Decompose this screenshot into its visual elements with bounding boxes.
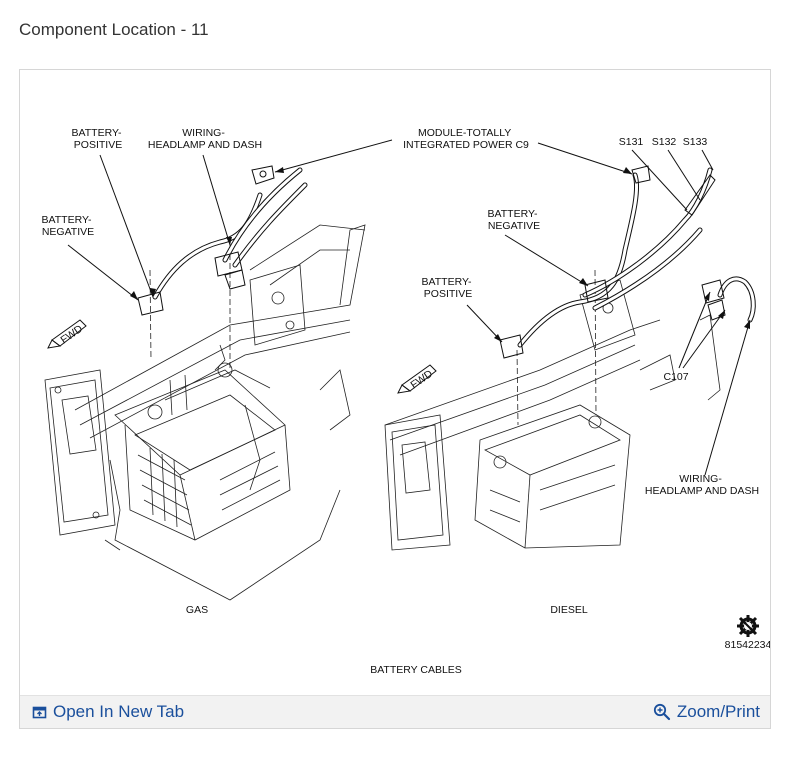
callout-labels: BATTERY- POSITIVE WIRING- HEADLAMP AND D… bbox=[42, 127, 770, 676]
caption-diesel: DIESEL bbox=[550, 604, 588, 616]
label-line: BATTERY- bbox=[422, 276, 472, 288]
wiring-diagram[interactable]: BATTERY- POSITIVE WIRING- HEADLAMP AND D… bbox=[20, 70, 770, 695]
label-line: HEADLAMP AND DASH bbox=[645, 485, 759, 497]
label-line: BATTERY- bbox=[488, 208, 538, 220]
label-line: HEADLAMP AND DASH bbox=[148, 139, 262, 151]
label-line: NEGATIVE bbox=[488, 220, 540, 232]
label-battery-positive-diesel: BATTERY- POSITIVE bbox=[422, 276, 475, 300]
page-title: Component Location - 11 bbox=[19, 20, 209, 39]
label-battery-positive-gas: BATTERY- POSITIVE bbox=[72, 127, 125, 151]
footer-bar: Open In New Tab Zoom/Print bbox=[20, 695, 770, 728]
label-wiring-headlamp-gas: WIRING- HEADLAMP AND DASH bbox=[148, 127, 262, 151]
label-battery-negative-diesel: BATTERY- NEGATIVE bbox=[488, 208, 541, 232]
label-line: MODULE-TOTALLY bbox=[418, 127, 511, 139]
diesel-engine-bay-drawing bbox=[384, 165, 756, 551]
callout-leaders bbox=[67, 139, 751, 476]
label-battery-negative-gas: BATTERY- NEGATIVE bbox=[42, 214, 95, 238]
label-s133: S133 bbox=[683, 136, 708, 148]
diagram-frame: BATTERY- POSITIVE WIRING- HEADLAMP AND D… bbox=[19, 69, 771, 729]
label-module-tipm: MODULE-TOTALLY INTEGRATED POWER C9 bbox=[403, 127, 529, 151]
label-fwd-right: FWD bbox=[408, 368, 435, 392]
label-line: POSITIVE bbox=[74, 139, 122, 151]
label-s131: S131 bbox=[619, 136, 644, 148]
label-c107: C107 bbox=[663, 371, 688, 383]
label-fwd-left: FWD bbox=[58, 323, 85, 347]
label-wiring-headlamp-diesel: WIRING- HEADLAMP AND DASH bbox=[645, 473, 759, 497]
open-in-new-tab-label: Open In New Tab bbox=[53, 702, 185, 721]
caption-gas: GAS bbox=[186, 604, 208, 616]
figure-number: 81542234 bbox=[725, 639, 770, 651]
open-new-tab-icon bbox=[32, 706, 47, 718]
label-line: WIRING- bbox=[679, 473, 722, 485]
label-line: BATTERY- bbox=[42, 214, 92, 226]
label-line: WIRING- bbox=[182, 127, 225, 139]
label-line: NEGATIVE bbox=[42, 226, 94, 238]
label-line: INTEGRATED POWER C9 bbox=[403, 139, 529, 151]
gas-engine-bay-drawing bbox=[44, 165, 366, 601]
zoom-print-link[interactable]: Zoom/Print bbox=[653, 702, 760, 722]
open-in-new-tab-link[interactable]: Open In New Tab bbox=[32, 702, 184, 722]
zoom-magnifier-icon bbox=[653, 703, 670, 721]
gear-icon bbox=[737, 615, 759, 637]
caption-main: BATTERY CABLES bbox=[370, 664, 462, 676]
label-line: BATTERY- bbox=[72, 127, 122, 139]
label-s132: S132 bbox=[652, 136, 677, 148]
label-line: POSITIVE bbox=[424, 288, 472, 300]
zoom-print-label: Zoom/Print bbox=[676, 702, 760, 721]
